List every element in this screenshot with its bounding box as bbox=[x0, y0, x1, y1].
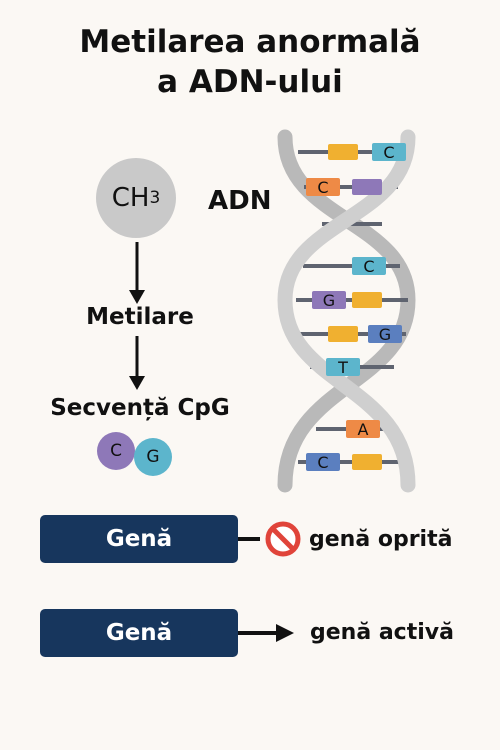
arrow-down-2 bbox=[129, 336, 145, 390]
base-bar-1 bbox=[328, 144, 358, 160]
dna-base-6 bbox=[326, 358, 360, 376]
dna-base-letter-1: C bbox=[383, 143, 394, 162]
dna-base-letter-4: G bbox=[323, 291, 335, 310]
title-line-1: Metilarea anormală bbox=[79, 24, 421, 60]
gene-on-status: genă activă bbox=[310, 620, 454, 645]
arrow-right-icon bbox=[238, 624, 294, 642]
dna-base-5 bbox=[368, 325, 402, 343]
cpg-cytosine-circle: C bbox=[97, 432, 135, 470]
dna-base-8 bbox=[306, 453, 340, 471]
base-bar-3 bbox=[352, 292, 382, 308]
dna-base-letter-5: G bbox=[379, 325, 391, 344]
dna-base-7 bbox=[346, 420, 380, 438]
gene-off-status: genă oprită bbox=[309, 527, 453, 552]
adn-label: ADN bbox=[208, 186, 272, 216]
title-line-2: a ADN-ului bbox=[157, 64, 343, 100]
dna-base-letter-6: T bbox=[337, 358, 348, 377]
dna-base-3 bbox=[352, 257, 386, 275]
base-bar-5 bbox=[352, 454, 382, 470]
dna-strand-front bbox=[277, 129, 416, 493]
base-bar-2 bbox=[352, 179, 382, 195]
cpg-guanine-circle: G bbox=[134, 438, 172, 476]
gene-box-label: Genă bbox=[105, 620, 173, 646]
gene-box-active: Genă bbox=[40, 609, 238, 657]
dna-base-4 bbox=[312, 291, 346, 309]
page-title: Metilarea anormală a ADN-ului bbox=[0, 22, 500, 102]
arrow-down-1 bbox=[129, 242, 145, 304]
cpg-g-letter: G bbox=[146, 447, 160, 467]
dna-base-letter-7: A bbox=[358, 420, 369, 439]
dna-base-letter-2: C bbox=[317, 178, 328, 197]
cpg-c-letter: C bbox=[110, 441, 122, 461]
ch3-main: CH bbox=[111, 183, 150, 213]
stop-icon bbox=[238, 521, 301, 557]
gene-box-label: Genă bbox=[105, 526, 173, 552]
dna-base-2 bbox=[306, 178, 340, 196]
dna-base-letter-8: C bbox=[317, 453, 328, 472]
gene-box-methylated: Genă bbox=[40, 515, 238, 563]
ch3-subscript: 3 bbox=[149, 188, 161, 208]
metilare-label: Metilare bbox=[86, 304, 194, 330]
dna-base-letter-3: C bbox=[363, 257, 374, 276]
cpg-sequence-label: Secvență CpG bbox=[50, 395, 230, 421]
dna-base-1 bbox=[372, 143, 406, 161]
base-bar-4 bbox=[328, 326, 358, 342]
